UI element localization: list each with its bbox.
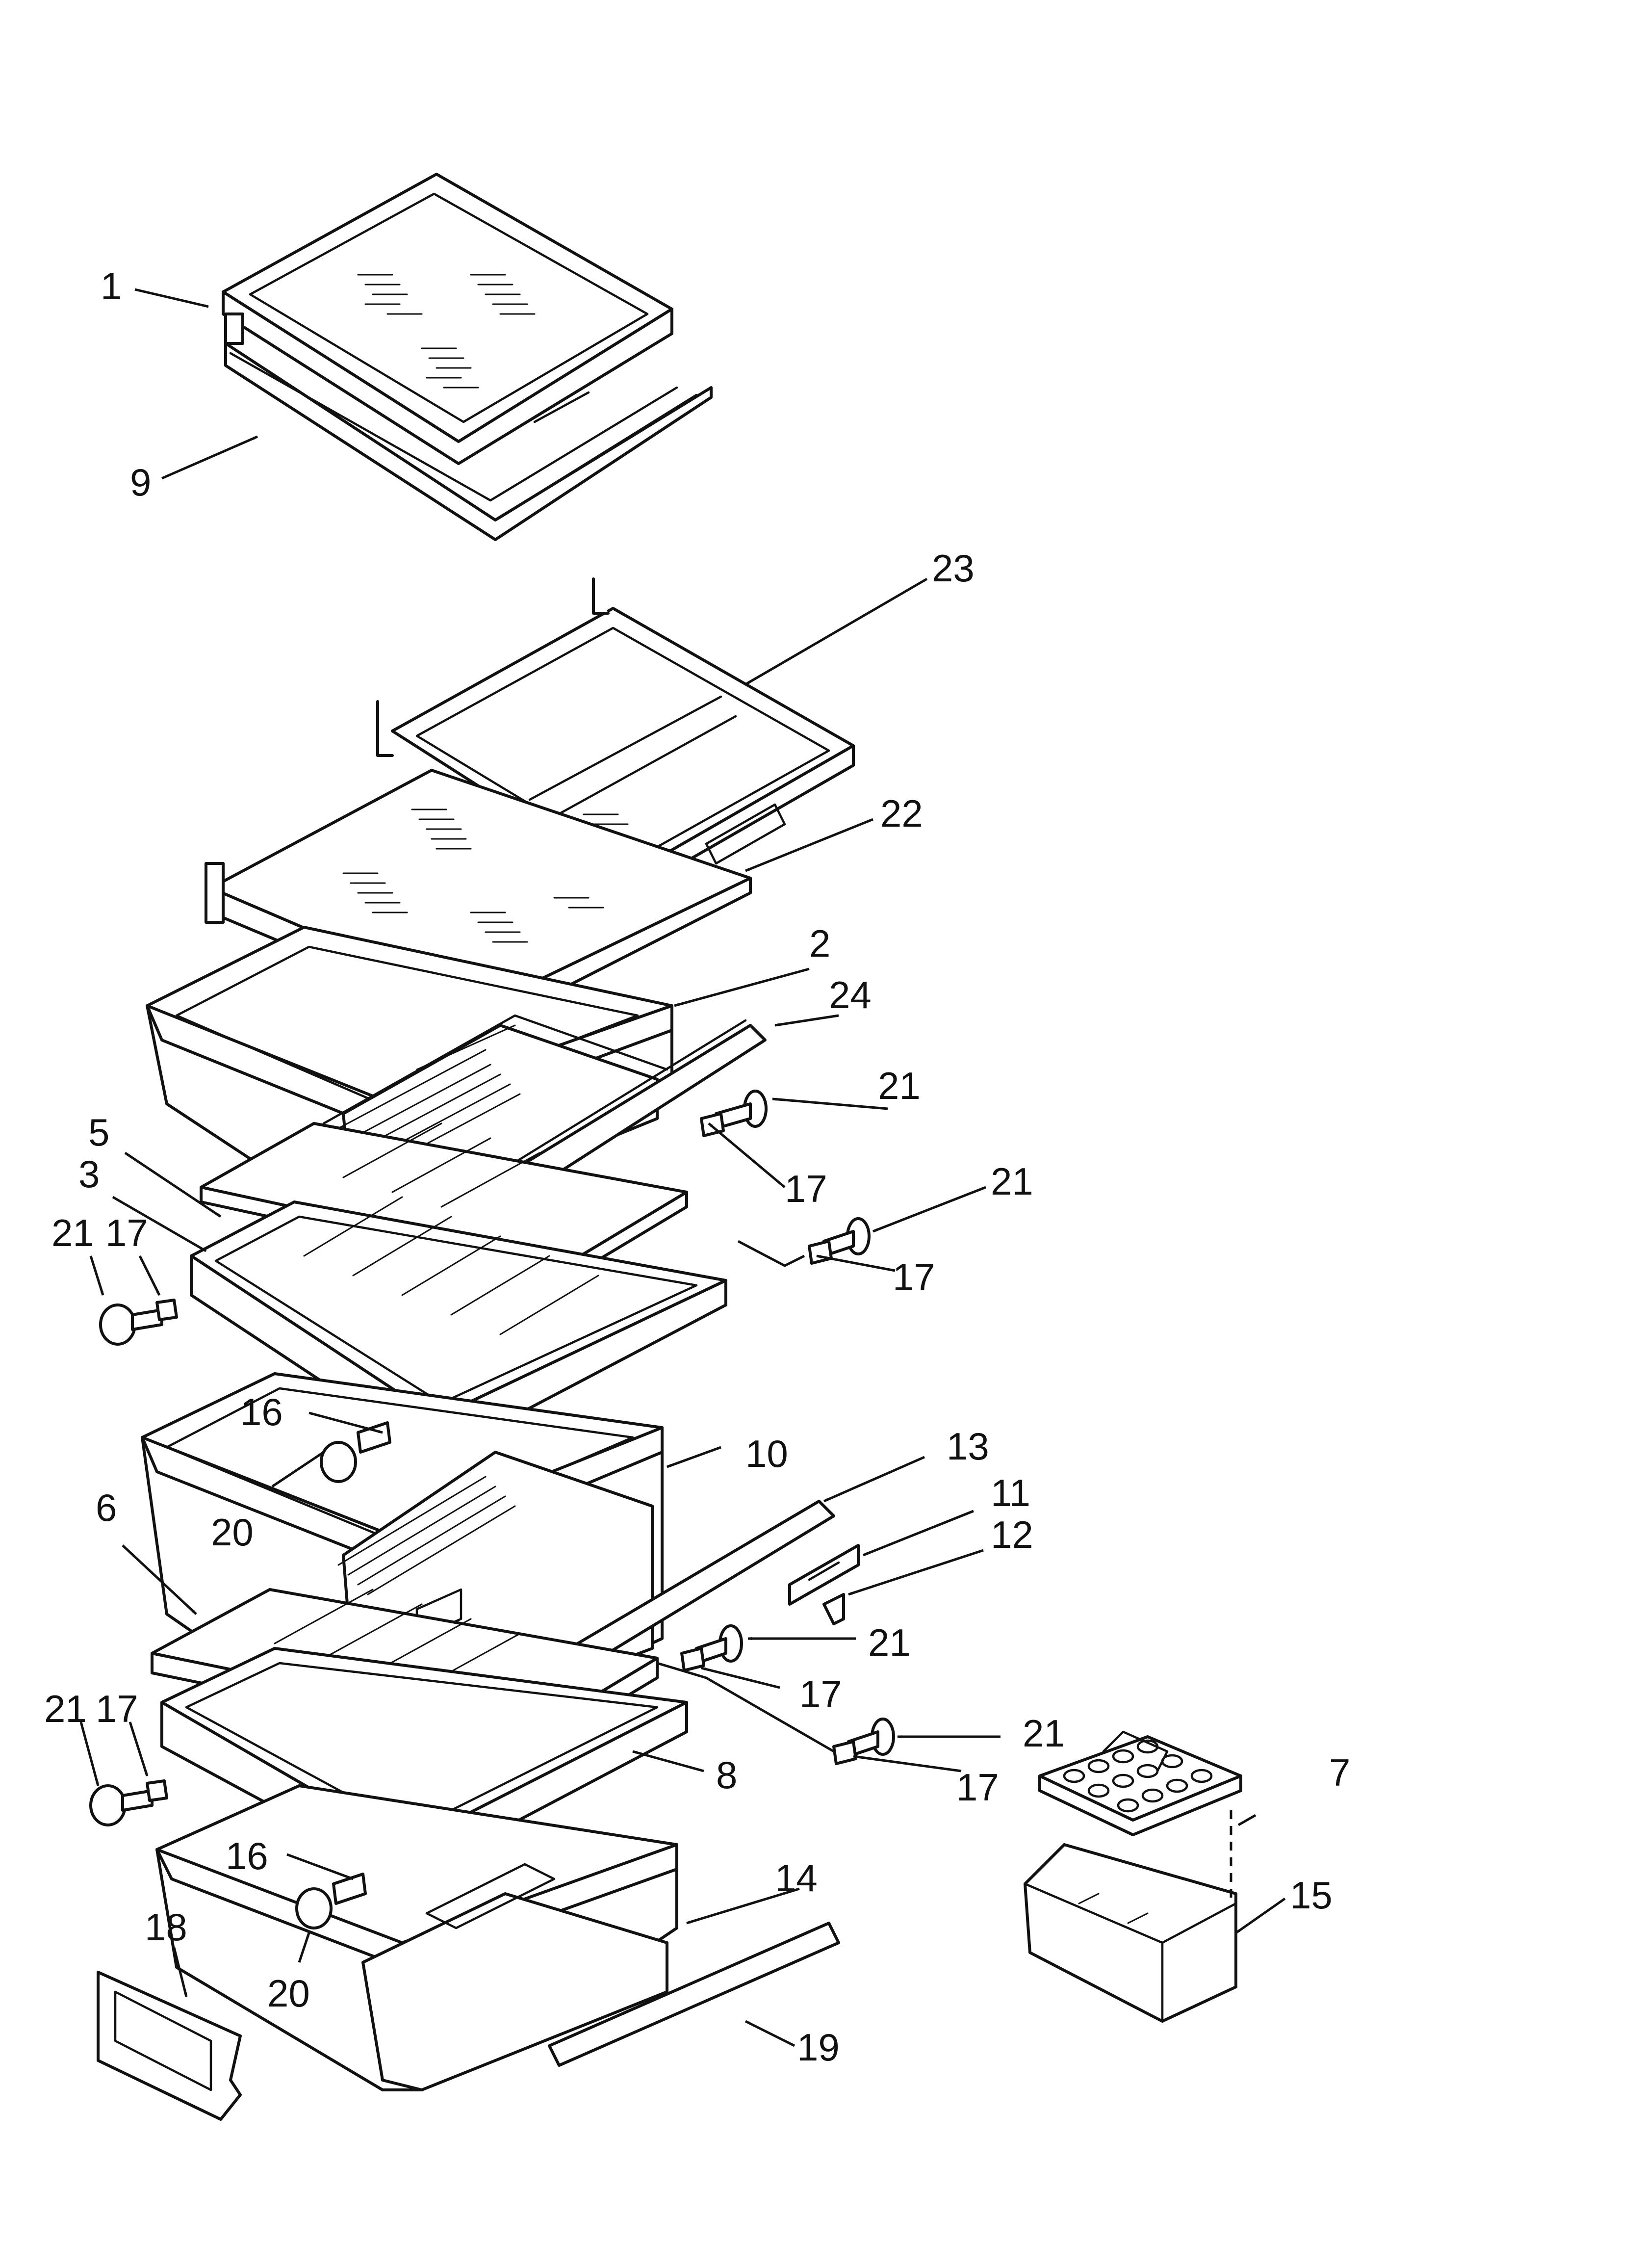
callout-9: 9 <box>130 461 151 504</box>
part-18-label <box>97 1971 242 2121</box>
callout-17-d: 17 <box>799 1672 842 1716</box>
callout-5: 5 <box>88 1111 109 1154</box>
part-14-deli-drawer <box>155 1784 678 2091</box>
callout-20-a: 20 <box>211 1511 254 1554</box>
callout-17-f: 17 <box>956 1766 999 1809</box>
callout-1: 1 <box>101 264 122 308</box>
screw-17-middle-right-a <box>680 1647 705 1672</box>
callout-24: 24 <box>829 973 872 1017</box>
callout-21-b: 21 <box>991 1160 1033 1203</box>
part-9-shelf-frame <box>224 313 713 541</box>
callout-17-e: 17 <box>96 1687 138 1730</box>
callout-6: 6 <box>96 1486 117 1529</box>
part-19-handle-trim <box>548 1922 840 2067</box>
roller-21-middle-right-b <box>847 1718 895 1758</box>
callout-18: 18 <box>145 1905 187 1949</box>
callout-labels: 1 9 23 22 2 24 21 5 3 17 21 21 17 17 16 … <box>44 264 1350 2069</box>
callout-17-c: 17 <box>893 1255 935 1299</box>
callout-23: 23 <box>932 547 975 590</box>
roller-20-upper <box>320 1441 357 1483</box>
callout-3: 3 <box>78 1152 100 1196</box>
callout-21-d: 21 <box>868 1621 911 1664</box>
callout-16-b: 16 <box>226 1834 268 1877</box>
callout-17-a: 17 <box>785 1167 827 1210</box>
callout-14: 14 <box>775 1856 818 1900</box>
callout-11: 11 <box>991 1471 1030 1514</box>
screw-17-middle-left <box>146 1779 168 1802</box>
screw-17-middle-right-b <box>832 1740 857 1765</box>
leader-lines <box>79 288 1286 2047</box>
screw-17-upper-left <box>155 1299 178 1321</box>
part-15-bin <box>1024 1810 1237 2023</box>
callout-20-b: 20 <box>267 1972 310 2015</box>
callout-15: 15 <box>1290 1874 1333 1917</box>
part-1-glass-shelf <box>222 173 673 465</box>
callout-16-a: 16 <box>240 1390 283 1434</box>
roller-21-middle-left <box>89 1784 154 1826</box>
part-11-control <box>788 1544 860 1606</box>
roller-21-upper-left <box>99 1303 163 1346</box>
callout-17-b: 17 <box>105 1211 148 1254</box>
screw-17-upper-right-b <box>808 1240 833 1265</box>
part-7-egg-tray <box>1038 1730 1242 1836</box>
callout-10: 10 <box>745 1432 788 1475</box>
callout-21-a: 21 <box>878 1064 921 1107</box>
roller-21-upper-right-a <box>715 1090 768 1130</box>
callout-2: 2 <box>809 922 830 965</box>
callout-21-e: 21 <box>44 1687 87 1730</box>
callout-13: 13 <box>947 1425 989 1468</box>
roller-20-lower <box>295 1887 333 1929</box>
part-12-slide <box>822 1593 845 1625</box>
callout-7: 7 <box>1329 1751 1350 1794</box>
callout-22: 22 <box>880 792 923 835</box>
callout-21-f: 21 <box>1023 1712 1065 1755</box>
callout-19: 19 <box>797 2026 840 2069</box>
callout-8: 8 <box>716 1753 737 1797</box>
callout-12: 12 <box>991 1513 1033 1556</box>
callout-21-c: 21 <box>51 1211 94 1254</box>
